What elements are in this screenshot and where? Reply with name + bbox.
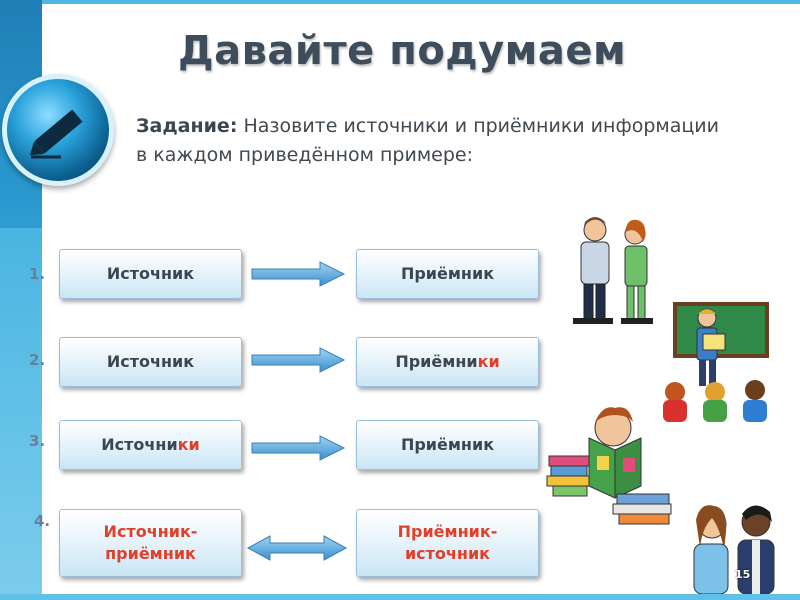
conversation-illustration — [573, 217, 653, 324]
task-body: Назовите источники и приёмники информаци… — [136, 115, 719, 166]
reading-child-illustration — [546, 407, 672, 525]
classroom-illustration — [663, 302, 769, 422]
source-box-1: Источник — [59, 249, 242, 299]
bottom-border — [0, 594, 800, 600]
row-number-3: 3. — [29, 432, 46, 450]
page-title: Давайте подумаем — [178, 28, 627, 74]
receiver-box-4: Приёмник-источник — [356, 509, 539, 577]
task-text: Задание: Назовите источники и приёмники … — [136, 112, 736, 170]
receiver-box-3: Приёмник — [356, 420, 539, 470]
task-lead: Задание: — [136, 115, 238, 137]
source-box-4: Источник-приёмник — [59, 509, 242, 577]
arrow-right-icon — [251, 261, 346, 287]
double-arrow-icon — [246, 535, 348, 561]
page-number: 15 — [735, 568, 751, 581]
top-border — [0, 0, 800, 4]
row-number-4: 4. — [34, 512, 51, 530]
two-girls-illustration — [693, 505, 775, 594]
arrow-right-icon — [251, 435, 346, 461]
row-number-2: 2. — [29, 351, 46, 369]
pencil-badge — [2, 74, 114, 186]
receiver-box-1: Приёмник — [356, 249, 539, 299]
row-number-1: 1. — [29, 265, 46, 283]
pencil-icon — [29, 109, 83, 159]
source-box-2: Источник — [59, 337, 242, 387]
arrow-right-icon — [251, 347, 346, 373]
